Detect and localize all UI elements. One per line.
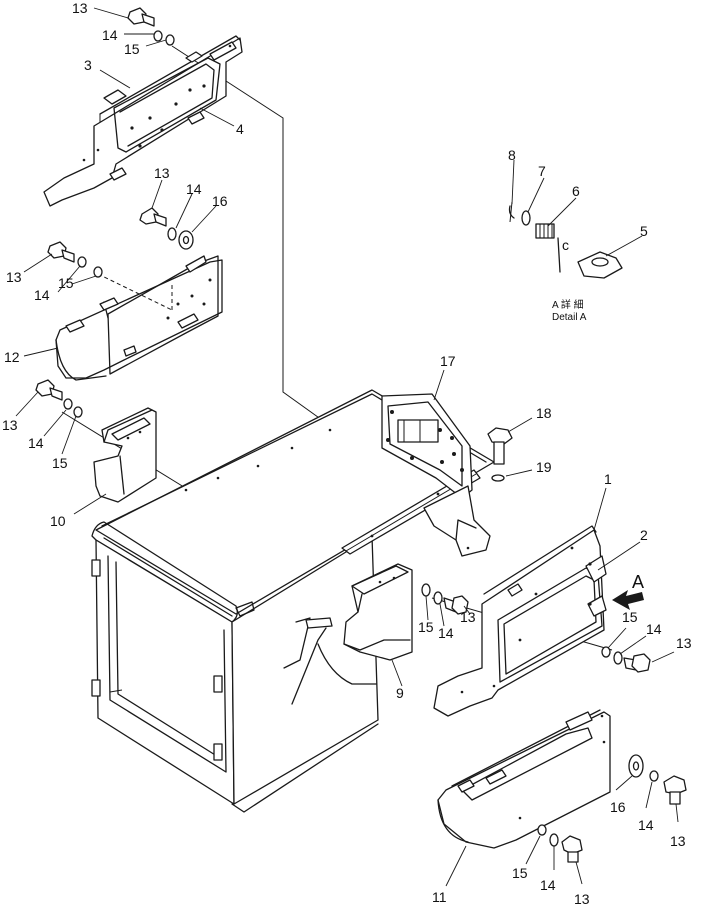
detail-a: c A 詳 細 Detail A xyxy=(508,201,623,323)
washer-icon xyxy=(77,256,87,268)
washer-icon xyxy=(537,824,547,836)
label-1: 1 xyxy=(604,471,612,487)
washer-icon xyxy=(73,406,83,418)
label-19: 19 xyxy=(536,459,552,475)
label-15: 15 xyxy=(622,609,638,625)
label-13: 13 xyxy=(460,609,476,625)
label-11: 11 xyxy=(432,889,447,905)
label-15: 15 xyxy=(512,865,528,881)
panel-assembly-12 xyxy=(55,255,223,381)
washer-icon xyxy=(549,833,559,847)
label-13: 13 xyxy=(676,635,692,651)
detail-jp-label: A 詳 細 xyxy=(552,298,584,311)
label-14: 14 xyxy=(102,27,118,43)
panel-assembly-11 xyxy=(437,709,611,849)
clip-letter: c xyxy=(562,237,569,253)
bolt-icon xyxy=(487,427,513,465)
washer-icon xyxy=(649,770,659,782)
latch-handle-icon xyxy=(577,251,623,279)
bolt-icon xyxy=(561,835,583,863)
washer-icon xyxy=(165,34,175,46)
hinge-bracket-17 xyxy=(381,393,491,557)
label-16: 16 xyxy=(212,193,228,209)
washer-icon xyxy=(433,591,443,605)
label-13: 13 xyxy=(154,165,170,181)
washer-icon xyxy=(167,227,177,241)
bolt-icon xyxy=(35,379,63,401)
washer-icon xyxy=(153,30,163,42)
label-13: 13 xyxy=(574,891,590,907)
washer-icon xyxy=(613,651,623,665)
bolt-icon xyxy=(47,241,75,263)
label-14: 14 xyxy=(646,621,662,637)
label-14: 14 xyxy=(540,877,556,893)
view-arrow: A xyxy=(612,572,644,610)
label-10: 10 xyxy=(50,513,66,529)
label-13: 13 xyxy=(72,0,88,16)
label-18: 18 xyxy=(536,405,552,421)
label-13: 13 xyxy=(670,833,686,849)
label-8: 8 xyxy=(508,147,516,163)
panel-assembly-3 xyxy=(43,35,243,207)
washer-icon xyxy=(521,210,531,226)
washer-icon xyxy=(491,474,505,482)
label-14: 14 xyxy=(34,287,50,303)
label-15: 15 xyxy=(52,455,68,471)
label-7: 7 xyxy=(538,163,546,179)
washer-icon xyxy=(93,266,103,278)
bracket-9 xyxy=(343,563,413,661)
bracket-10 xyxy=(93,407,157,503)
label-15: 15 xyxy=(58,275,74,291)
label-3: 3 xyxy=(84,57,92,73)
label-14: 14 xyxy=(638,817,654,833)
spring-icon xyxy=(535,223,555,239)
part-labels: 13 14 15 3 4 13 14 16 13 14 15 12 13 14 … xyxy=(2,0,692,907)
label-5: 5 xyxy=(640,223,648,239)
bolt-icon xyxy=(139,207,167,227)
label-14: 14 xyxy=(28,435,44,451)
hardware xyxy=(35,7,687,863)
label-14: 14 xyxy=(186,181,202,197)
label-17: 17 xyxy=(440,353,456,369)
bolt-icon xyxy=(127,7,155,27)
detail-en-label: Detail A xyxy=(552,312,587,323)
cabin-frame xyxy=(91,389,495,813)
arrow-icon xyxy=(612,590,644,610)
washer-icon xyxy=(601,646,611,658)
label-13: 13 xyxy=(2,417,18,433)
label-15: 15 xyxy=(418,619,434,635)
panel-assembly-1 xyxy=(433,525,607,717)
leader-lines xyxy=(15,7,679,887)
bolt-icon xyxy=(663,775,687,805)
bolt-icon xyxy=(623,653,651,673)
label-2: 2 xyxy=(640,527,648,543)
label-13: 13 xyxy=(6,269,22,285)
washer-icon xyxy=(63,398,73,410)
label-12: 12 xyxy=(4,349,20,365)
label-15: 15 xyxy=(124,41,140,57)
label-14: 14 xyxy=(438,625,454,641)
view-letter: A xyxy=(632,572,644,592)
label-9: 9 xyxy=(396,685,404,701)
washer-icon xyxy=(421,583,431,597)
label-6: 6 xyxy=(572,183,580,199)
label-4: 4 xyxy=(236,121,244,137)
bolt-icon xyxy=(443,595,469,615)
label-16: 16 xyxy=(610,799,626,815)
